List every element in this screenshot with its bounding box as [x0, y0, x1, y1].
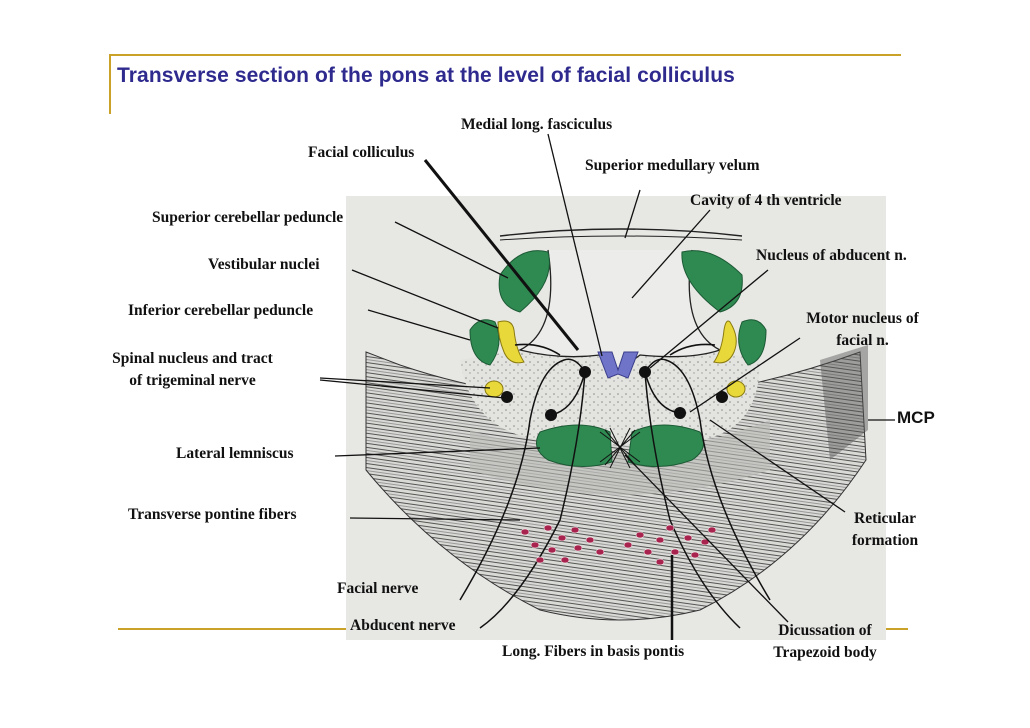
- leader-spinal-2: [319, 379, 506, 399]
- label-superior-cerebellar-peduncle: Superior cerebellar peduncle: [152, 209, 344, 226]
- trapezoid-body-right: [627, 424, 705, 468]
- leader-mlf: [547, 133, 603, 357]
- leader-vestibular: [351, 269, 499, 329]
- leader-dicussation: [624, 454, 789, 623]
- frame-left-line: [109, 54, 111, 114]
- label-spinal-nucleus-line2: of trigeminal nerve: [129, 372, 256, 389]
- label-dicussation-line2: Trapezoid body: [773, 644, 877, 661]
- spinal-trigeminal-right: [726, 380, 746, 398]
- basis-fiber-dot: [547, 546, 557, 554]
- label-transverse-pontine-fibers: Transverse pontine fibers: [128, 506, 297, 523]
- spinal-trigeminal-dot-right: [716, 391, 728, 403]
- leader-inferior-peduncle: [367, 309, 471, 341]
- trapezoid-decussation: [599, 427, 641, 469]
- label-lateral-lemniscus: Lateral lemniscus: [176, 445, 294, 462]
- basis-fiber-dot: [707, 526, 717, 534]
- trapezoid-body-left: [535, 424, 613, 468]
- slide-title: Transverse section of the pons at the le…: [117, 64, 735, 87]
- nerve-pathways: [459, 343, 771, 629]
- label-vestibular-nuclei: Vestibular nuclei: [208, 256, 320, 273]
- basis-fiber-dot: [595, 548, 605, 556]
- label-motor-nucleus-facial-line2: facial n.: [836, 332, 889, 349]
- inferior-cerebellar-peduncle-right: [738, 319, 767, 366]
- leader-motor-facial: [689, 337, 801, 413]
- label-reticular-formation: Reticular formation: [830, 508, 940, 552]
- basis-fiber-dot: [643, 548, 653, 556]
- basis-fiber-dot: [557, 534, 567, 542]
- leader-lines: [319, 133, 895, 640]
- superior-medullary-velum: [499, 228, 743, 237]
- leader-spinal-1: [319, 377, 491, 389]
- basis-fiber-dot: [530, 541, 540, 549]
- peduncle-link-right: [669, 343, 716, 356]
- label-abducent-nerve: Abducent nerve: [350, 617, 456, 634]
- label-reticular-line1: Reticular: [854, 510, 916, 527]
- label-reticular-line2: formation: [851, 532, 919, 549]
- mcp-fibers: [820, 345, 868, 460]
- superior-cerebellar-peduncle-right: [681, 250, 743, 313]
- tegmentum-area: [460, 345, 760, 445]
- leader-lateral-lemniscus: [334, 447, 541, 457]
- label-facial-nerve: Facial nerve: [337, 580, 419, 597]
- medial-longitudinal-fasciculus: [597, 351, 639, 379]
- basis-fiber-dot: [635, 531, 645, 539]
- basis-fiber-dot: [690, 551, 700, 559]
- leader-reticular: [709, 419, 846, 513]
- leader-velum: [624, 189, 641, 239]
- superior-medullary-velum-inner: [499, 235, 743, 241]
- leader-transverse-fibers: [349, 517, 521, 521]
- spinal-trigeminal-dot-left: [501, 391, 513, 403]
- label-dicussation-trapezoid: Dicussation of Trapezoid body: [755, 620, 895, 664]
- label-long-fibers-basis-pontis: Long. Fibers in basis pontis: [502, 643, 685, 660]
- basis-fiber-dot: [623, 541, 633, 549]
- leader-facial-colliculus: [423, 159, 580, 351]
- abducent-nerve-right: [644, 371, 741, 629]
- basis-fiber-dot: [543, 524, 553, 532]
- vestibular-nucleus-right: [713, 320, 737, 364]
- label-dicussation-line1: Dicussation of: [778, 622, 872, 639]
- abducent-nerve-left: [479, 371, 586, 629]
- leader-abducent-nucleus: [649, 269, 769, 369]
- label-medial-long-fasciculus: Medial long. fasciculus: [461, 116, 613, 133]
- label-spinal-nucleus-line1: Spinal nucleus and tract: [112, 350, 273, 367]
- spinal-trigeminal-left: [484, 380, 504, 398]
- nuclei-dots: [501, 366, 728, 421]
- label-nucleus-abducent: Nucleus of abducent n.: [756, 247, 907, 264]
- leader-ventricle: [631, 209, 711, 299]
- basis-fiber-dot: [700, 538, 710, 546]
- basis-fiber-dot: [520, 528, 530, 536]
- label-inferior-cerebellar-peduncle: Inferior cerebellar peduncle: [128, 302, 314, 319]
- label-cavity-4th-ventricle: Cavity of 4 th ventricle: [690, 192, 842, 209]
- inferior-cerebellar-peduncle-left: [469, 319, 500, 366]
- label-mcp: MCP: [897, 408, 935, 427]
- fiber-band-shading: [470, 420, 770, 495]
- leader-superior-peduncle: [394, 221, 509, 279]
- frame-top-line: [111, 54, 901, 56]
- basis-fiber-dot: [670, 548, 680, 556]
- label-facial-colliculus: Facial colliculus: [308, 144, 415, 161]
- basis-fiber-dot: [655, 536, 665, 544]
- facial-nerve-left: [459, 358, 586, 601]
- basis-fiber-dot: [585, 536, 595, 544]
- label-superior-medullary-velum: Superior medullary velum: [585, 157, 760, 174]
- basis-pontis-fibers: [520, 524, 717, 566]
- label-spinal-nucleus-trigeminal: Spinal nucleus and tract of trigeminal n…: [90, 348, 295, 392]
- basis-fiber-dot: [683, 534, 693, 542]
- peduncle-link-left: [514, 343, 561, 356]
- basis-fiber-dot: [573, 544, 583, 552]
- basis-fiber-dot: [560, 556, 570, 564]
- facial-nerve-right: [644, 358, 771, 601]
- label-motor-nucleus-facial: Motor nucleus of facial n.: [790, 308, 935, 352]
- basis-fiber-dot: [655, 558, 665, 566]
- basis-fiber-dot: [665, 524, 675, 532]
- label-motor-nucleus-facial-line1: Motor nucleus of: [806, 310, 919, 327]
- basis-fiber-dot: [570, 526, 580, 534]
- vestibular-nucleus-left: [497, 320, 525, 364]
- basis-fiber-dot: [535, 556, 545, 564]
